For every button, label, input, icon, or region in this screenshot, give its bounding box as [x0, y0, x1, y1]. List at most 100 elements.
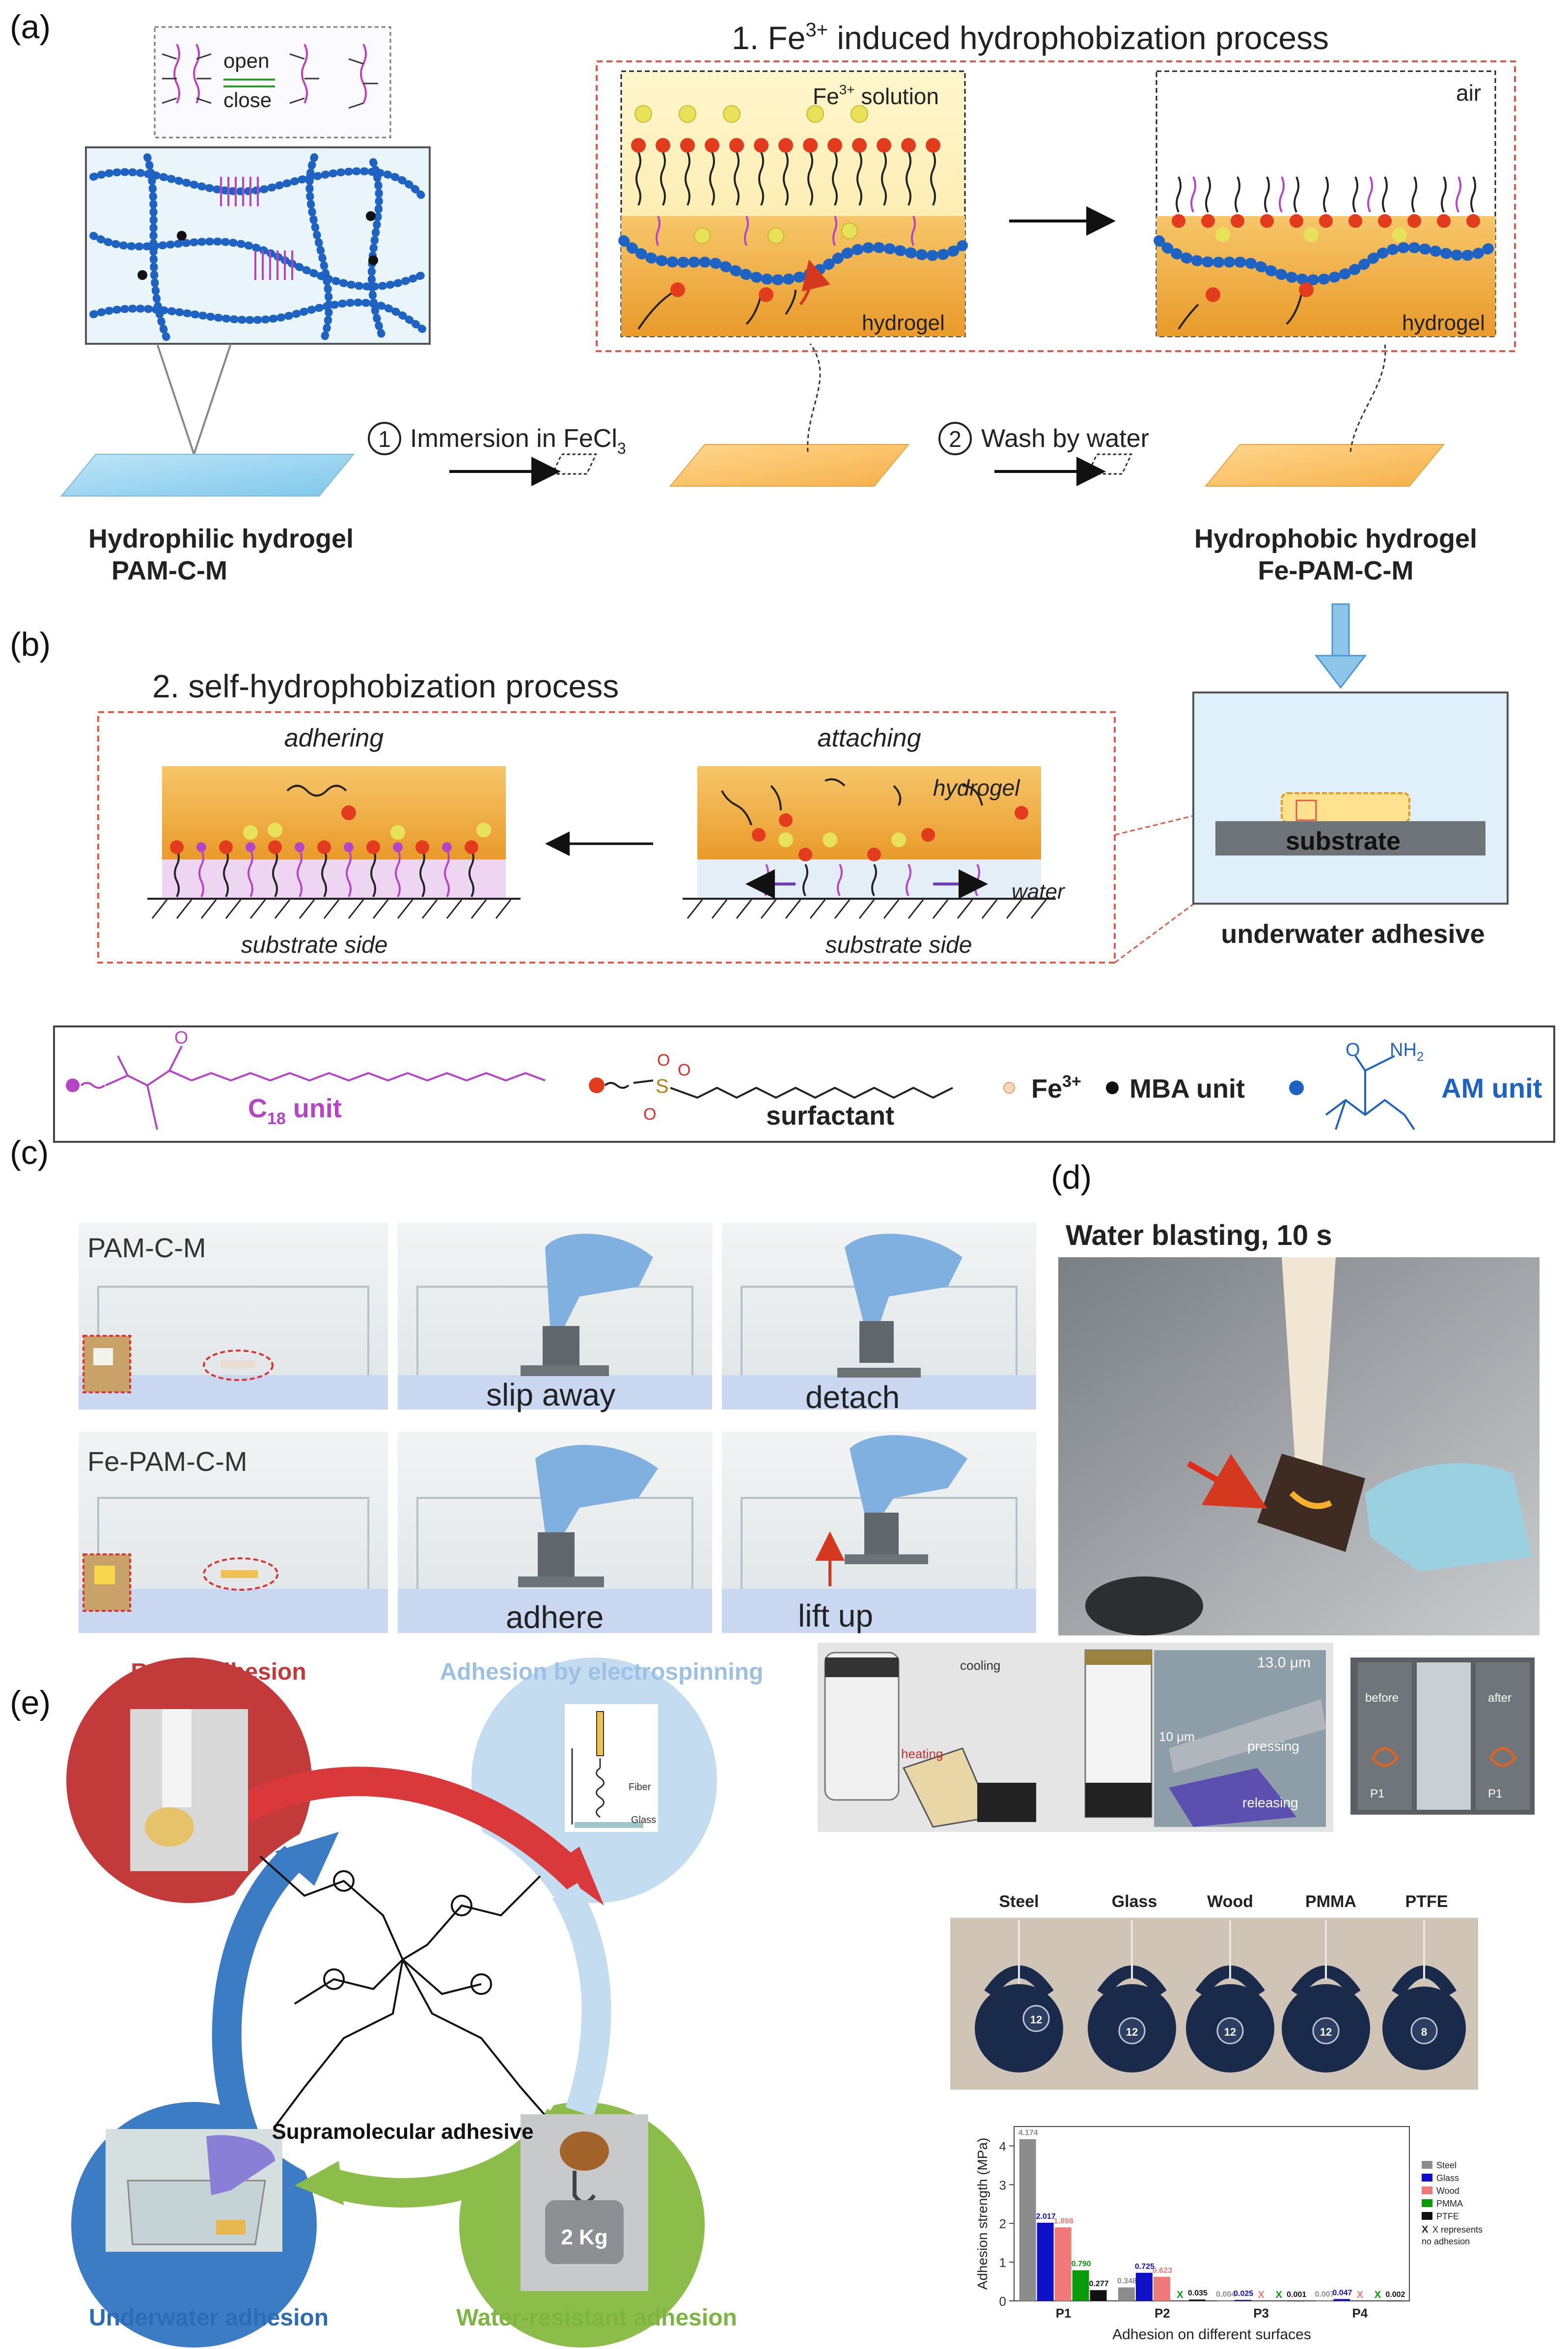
legend-o-1: O [174, 1027, 188, 1048]
open-close-inset: open close [154, 26, 391, 138]
x-tick-label: P4 [1352, 2306, 1368, 2321]
adhere-label: adhere [506, 1600, 604, 1635]
substrate-scene: substrate underwater adhesive [1192, 691, 1509, 949]
legend-swatch [1422, 2199, 1432, 2207]
y-tick-label: 0 [999, 2294, 1006, 2309]
data-label: 0.007 [1315, 2290, 1334, 2298]
kettle-label-4: 12 [1320, 2026, 1332, 2038]
bar-glass-p2 [1135, 2272, 1153, 2301]
surface-label-glass: Glass [1112, 1892, 1157, 1911]
electrospinning-icon: Fiber Glass [565, 1704, 658, 1832]
underwater-adhesive-label: underwater adhesive [1221, 919, 1485, 949]
bar-glass-p1 [1037, 2222, 1054, 2301]
water-blasting-title: Water blasting, 10 s [1066, 1219, 1332, 1251]
p1-label-after: P1 [1488, 1787, 1502, 1800]
data-label: 0.025 [1234, 2290, 1253, 2298]
water-blasting-photo [1058, 1257, 1540, 1635]
weight-label: 2 Kg [561, 2225, 607, 2249]
fe-legend-label: Fe3+ [1031, 1072, 1081, 1104]
kettlebell-photo: Steel Glass Wood PMMA PTFE 12 12 12 12 8 [950, 1892, 1478, 2090]
underwater-adhesion-label: Underwater adhesion [89, 2305, 329, 2331]
bar-ptfe-p2 [1188, 2299, 1206, 2301]
y-tick-label: 1 [999, 2255, 1006, 2270]
slip-away-label: slip away [486, 1377, 615, 1412]
bar-glass-p4 [1333, 2299, 1350, 2301]
y-axis-label: Adhesion strength (MPa) [975, 2138, 990, 2290]
kettle-label-3: 12 [1224, 2026, 1236, 2038]
svg-text:O: O [643, 1105, 656, 1124]
bar-glass-p3 [1235, 2300, 1252, 2301]
data-label: 0.004 [1216, 2291, 1236, 2299]
x-tick-label: P3 [1253, 2306, 1269, 2321]
fe-solution-label: Fe3+ solution [813, 82, 939, 109]
no-adhesion-mark: X [1357, 2290, 1364, 2300]
photo-c6: lift up [722, 1432, 1036, 1633]
legend-note-2: no adhesion [1422, 2237, 1470, 2246]
data-label: 0.035 [1188, 2289, 1208, 2297]
scale-label: 10 μm [1159, 1729, 1195, 1744]
data-label: 4.174 [1018, 2129, 1038, 2137]
fiber-label: Fiber [629, 1782, 651, 1793]
attaching-label: attaching [817, 724, 921, 752]
legend-note-1: X represents [1432, 2225, 1483, 2235]
legend-swatch [1422, 2212, 1432, 2220]
am-legend-label: AM unit [1441, 1073, 1542, 1104]
data-label: 2.017 [1036, 2212, 1056, 2221]
close-label: close [223, 88, 272, 111]
hydrogel-label-1: hydrogel [862, 311, 945, 335]
water-resistant-label: Water-resistant adhesion [456, 2305, 737, 2331]
photo-c1: PAM-C-M [79, 1223, 388, 1409]
surface-label-ptfe: PTFE [1405, 1892, 1448, 1911]
p1-label-before: P1 [1370, 1787, 1384, 1800]
kettle-label-5: 8 [1421, 2026, 1427, 2038]
svg-text:O: O [678, 1061, 690, 1079]
data-label: 1.898 [1054, 2217, 1073, 2225]
fe-solution-box: Fe3+ solution hydrogel [618, 70, 968, 337]
hydrophilic-slab [60, 454, 355, 497]
rapid-adhesion-label: Rapid adhesion [131, 1659, 306, 1685]
legend-entry: Steel [1436, 2160, 1457, 2170]
intermediate-slab [669, 444, 910, 487]
releasing-label: releasing [1242, 1795, 1298, 1810]
data-label: 0.623 [1153, 2266, 1172, 2275]
substrate-label: substrate [1286, 827, 1401, 856]
hydrophilic-caption: Hydrophilic hydrogel [88, 524, 354, 553]
panel-label-b: (b) [10, 626, 51, 663]
photo-grid: PAM-C-M slip away detach [79, 1223, 1036, 1635]
network-inset [85, 146, 431, 345]
photo-c4: Fe-PAM-C-M [79, 1432, 388, 1633]
section1-title: 1. Fe3+ induced hydrophobization process [732, 19, 1329, 56]
electrospinning-label: Adhesion by electrospinning [440, 1659, 764, 1685]
kettle-label-1: 12 [1030, 2014, 1042, 2026]
process-photo-strip: cooling heating 13.0 μm 10 μm pressing r… [818, 1643, 1333, 1832]
adhering-label: adhering [284, 724, 384, 752]
supramolecular-label: Supramolecular adhesive [272, 2120, 533, 2144]
nh2-label: NH2 [1390, 1040, 1424, 1064]
legend-swatch [1422, 2161, 1432, 2169]
hydrophobic-slab [1204, 444, 1445, 487]
legend-x-symbol: X [1422, 2224, 1429, 2235]
substrate-side-label-1: substrate side [241, 932, 388, 958]
y-tick-label: 2 [999, 2216, 1006, 2231]
molecule-legend: O C18 unit S O O O surfactant Fe3+ MBA u… [53, 1025, 1555, 1143]
air-label: air [1456, 80, 1481, 106]
legend-entry: Glass [1436, 2173, 1459, 2183]
surface-label-pmma: PMMA [1305, 1892, 1356, 1911]
x-axis-label: Adhesion on different surfaces [1112, 2326, 1311, 2343]
photo-c3: detach [722, 1223, 1036, 1415]
detach-label: detach [805, 1380, 900, 1415]
legend-swatch [1422, 2186, 1432, 2194]
before-after-strip: before after P1 P1 [1350, 1658, 1535, 1815]
panel-label-d: (d) [1051, 1159, 1092, 1196]
heating-label: heating [901, 1746, 943, 1761]
open-label: open [223, 49, 269, 72]
substrate-side-label-2: substrate side [825, 932, 972, 958]
legend-entry: Wood [1436, 2186, 1459, 2196]
bar-steel-p4 [1316, 2300, 1333, 2301]
pressing-label: pressing [1247, 1739, 1299, 1754]
photo-c5: adhere [398, 1432, 712, 1635]
legend-o-2: O [1346, 1040, 1360, 1060]
step1: 1 Immersion in FeCl3 [368, 422, 626, 486]
process1-frame [596, 60, 1516, 352]
